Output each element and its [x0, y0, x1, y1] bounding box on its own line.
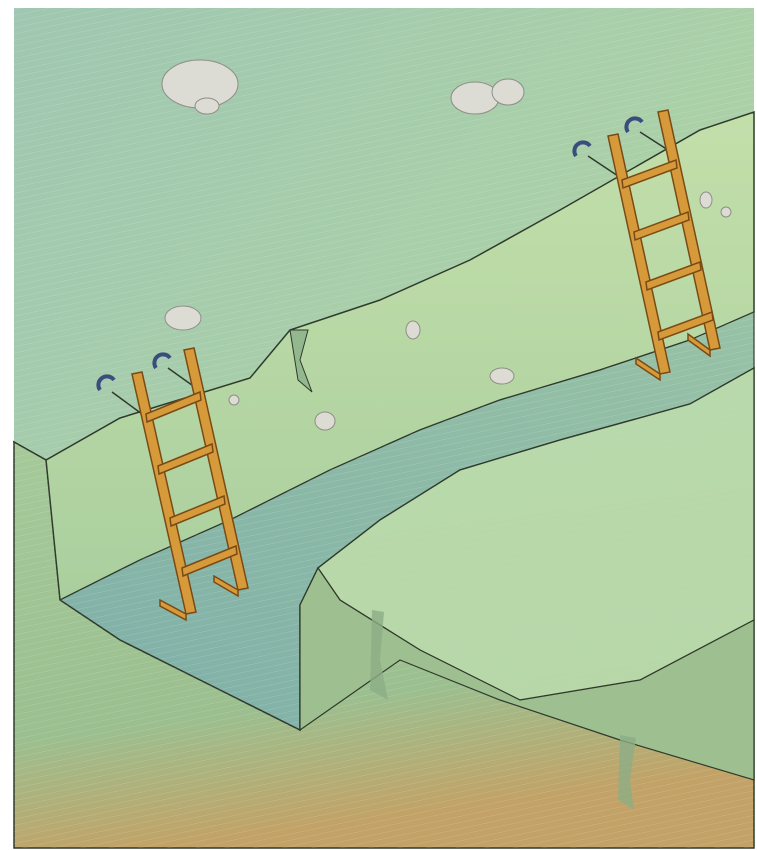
rock	[492, 79, 524, 105]
rock	[195, 98, 219, 114]
rock	[165, 306, 201, 330]
rock	[406, 321, 420, 339]
rock	[490, 368, 514, 384]
rock	[451, 82, 499, 114]
rock	[229, 395, 239, 405]
rock	[721, 207, 731, 217]
rock	[700, 192, 712, 208]
rock	[315, 412, 335, 430]
